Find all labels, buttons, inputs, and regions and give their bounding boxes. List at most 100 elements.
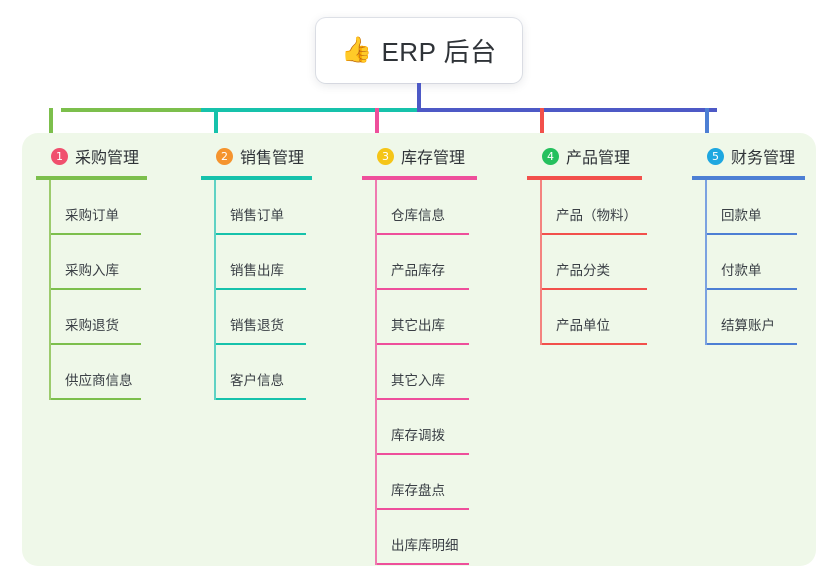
- branch-item-label: 其它出库: [391, 318, 445, 333]
- branch-item[interactable]: 付款单: [707, 235, 805, 290]
- branch-item-rule: [51, 288, 141, 290]
- branch-item-label: 销售出库: [230, 263, 284, 278]
- branch-item-rule: [542, 343, 647, 345]
- branch-header-3[interactable]: 3 库存管理: [362, 143, 477, 169]
- branch-header-rule: [527, 176, 642, 180]
- thumbs-up-emoji: 👍: [341, 36, 373, 64]
- branch-header-rule: [201, 176, 312, 180]
- branch-item-rule: [377, 288, 469, 290]
- branch-item[interactable]: 产品单位: [542, 290, 647, 345]
- branch-header-4[interactable]: 4 产品管理: [527, 143, 642, 169]
- branch-item-rule: [377, 398, 469, 400]
- branch-item[interactable]: 销售退货: [216, 290, 312, 345]
- branch-item[interactable]: 仓库信息: [377, 180, 477, 235]
- branch-item[interactable]: 结算账户: [707, 290, 805, 345]
- branch-item-rule: [542, 288, 647, 290]
- branch-spine-connector: [214, 180, 216, 400]
- bus-segment-green: [61, 108, 201, 112]
- branch-item[interactable]: 库存盘点: [377, 455, 477, 510]
- branch-item-rule: [377, 563, 469, 565]
- branch-item-rule: [707, 343, 797, 345]
- branch-item-label: 库存调拨: [391, 428, 445, 443]
- branch-title: 销售管理: [240, 150, 305, 167]
- branch-items: 仓库信息产品库存其它出库其它入库库存调拨库存盘点出库库明细: [362, 180, 477, 565]
- branch-item-label: 仓库信息: [391, 208, 445, 223]
- branch-item-rule: [707, 233, 797, 235]
- bus-segment-indigo: [417, 108, 717, 112]
- branch-item-label: 采购退货: [65, 318, 119, 333]
- bus-segment-teal: [201, 108, 417, 112]
- branch-item[interactable]: 采购订单: [51, 180, 147, 235]
- branch-item[interactable]: 其它出库: [377, 290, 477, 345]
- branch-column-1: 1 采购管理采购订单采购入库采购退货供应商信息: [36, 143, 147, 400]
- branch-item-rule: [51, 398, 141, 400]
- branch-item-label: 采购入库: [65, 263, 119, 278]
- branch-title: 产品管理: [566, 150, 631, 167]
- branch-item-label: 回款单: [721, 208, 762, 223]
- branch-item[interactable]: 库存调拨: [377, 400, 477, 455]
- branch-index-badge: 4: [542, 147, 559, 165]
- branch-header-1[interactable]: 1 采购管理: [36, 143, 147, 169]
- branch-spine-connector: [705, 180, 707, 345]
- branch-item-rule: [542, 233, 647, 235]
- branch-item[interactable]: 客户信息: [216, 345, 312, 400]
- branch-item-label: 产品（物料）: [556, 208, 637, 223]
- branch-item-label: 产品单位: [556, 318, 610, 333]
- branch-item-label: 客户信息: [230, 373, 284, 388]
- branch-header-rule: [362, 176, 477, 180]
- branch-items: 产品（物料） 产品分类产品单位: [527, 180, 647, 345]
- branch-title: 库存管理: [401, 150, 466, 167]
- branch-item[interactable]: 出库库明细: [377, 510, 477, 565]
- branch-item[interactable]: 产品（物料）: [542, 180, 647, 235]
- branch-index-badge: 1: [51, 147, 68, 165]
- branch-item[interactable]: 销售出库: [216, 235, 312, 290]
- branch-items: 回款单付款单结算账户: [692, 180, 805, 345]
- branch-index-badge: 5: [707, 147, 724, 165]
- branch-items: 销售订单销售出库销售退货客户信息: [201, 180, 312, 400]
- branch-item-rule: [216, 343, 306, 345]
- branch-item[interactable]: 销售订单: [216, 180, 312, 235]
- branch-spine-connector: [540, 180, 542, 345]
- branch-item[interactable]: 其它入库: [377, 345, 477, 400]
- branch-item[interactable]: 供应商信息: [51, 345, 147, 400]
- branch-item-label: 销售退货: [230, 318, 284, 333]
- branch-panel-background: [22, 133, 816, 566]
- branch-column-3: 3 库存管理仓库信息产品库存其它出库其它入库库存调拨库存盘点出库库明细: [362, 143, 477, 565]
- branch-spine-connector: [375, 180, 377, 565]
- branch-spine-connector: [49, 180, 51, 400]
- branch-item-label: 供应商信息: [65, 373, 133, 388]
- branch-item-rule: [216, 398, 306, 400]
- root-node-card[interactable]: 👍 ERP 后台: [316, 18, 522, 83]
- branch-item[interactable]: 采购退货: [51, 290, 147, 345]
- branch-item-rule: [51, 233, 141, 235]
- branch-item[interactable]: 采购入库: [51, 235, 147, 290]
- branch-title: 采购管理: [75, 150, 140, 167]
- branch-index-badge: 3: [377, 147, 394, 165]
- branch-item-label: 库存盘点: [391, 483, 445, 498]
- branch-item-rule: [216, 288, 306, 290]
- root-stem-connector: [417, 83, 421, 110]
- branch-drop-connector-1: [49, 108, 53, 138]
- branch-item-label: 出库库明细: [391, 538, 459, 553]
- branch-title: 财务管理: [731, 150, 796, 167]
- branch-item-label: 付款单: [721, 263, 762, 278]
- branch-header-rule: [36, 176, 147, 180]
- branch-header-rule: [692, 176, 805, 180]
- branch-item-label: 其它入库: [391, 373, 445, 388]
- branch-column-5: 5 财务管理回款单付款单结算账户: [692, 143, 805, 345]
- branch-header-5[interactable]: 5 财务管理: [692, 143, 805, 169]
- branch-item-rule: [377, 343, 469, 345]
- branch-item-label: 采购订单: [65, 208, 119, 223]
- branch-item-rule: [51, 343, 141, 345]
- branch-item-rule: [216, 233, 306, 235]
- branch-item-rule: [377, 233, 469, 235]
- branch-item[interactable]: 产品库存: [377, 235, 477, 290]
- branch-item[interactable]: 回款单: [707, 180, 805, 235]
- branch-drop-connector-5: [705, 108, 709, 138]
- branch-item[interactable]: 产品分类: [542, 235, 647, 290]
- branch-column-4: 4 产品管理产品（物料） 产品分类产品单位: [527, 143, 647, 345]
- branch-items: 采购订单采购入库采购退货供应商信息: [36, 180, 147, 400]
